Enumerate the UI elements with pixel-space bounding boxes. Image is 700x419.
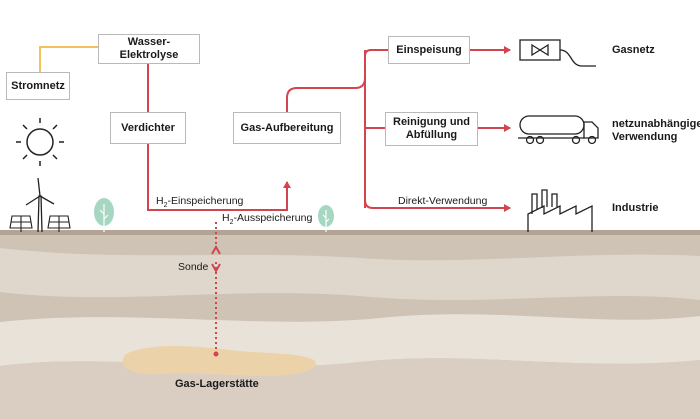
tanker-truck-icon	[518, 115, 599, 145]
dest-line2: Verwendung	[612, 131, 678, 143]
node-label: Einspeisung	[396, 43, 462, 56]
node-reinigung-abfuellung: Reinigung und Abfüllung	[385, 112, 478, 146]
dest-line1: netzunabhängige	[612, 118, 700, 130]
label-direkt-verwendung: Direkt-Verwendung	[398, 195, 488, 207]
valve-icon	[519, 39, 596, 67]
gas-deposit	[122, 346, 316, 376]
node-label-line1: Reinigung und	[393, 116, 470, 128]
label-gas-lagerstaette: Gas-Lagerstätte	[175, 378, 259, 390]
node-label: Verdichter	[121, 121, 175, 134]
node-label: Gas-Aufbereitung	[240, 121, 334, 134]
node-label-line2: Abfüllung	[405, 129, 458, 141]
label-einspeicherung: H2-Einspeicherung	[156, 195, 244, 210]
tree-icon	[318, 205, 334, 232]
node-einspeisung: Einspeisung	[388, 36, 470, 64]
flow-to-einspeisung	[364, 49, 388, 60]
dest-industrie: Industrie	[612, 202, 659, 214]
power-connection-line	[39, 46, 98, 72]
ground-surface	[0, 230, 700, 235]
label-sonde: Sonde	[178, 261, 209, 273]
node-stromnetz: Stromnetz	[6, 72, 70, 100]
node-verdichter: Verdichter	[110, 112, 186, 144]
node-label: Wasser-Elektrolyse	[119, 36, 179, 61]
factory-icon	[527, 189, 593, 232]
flow-lines	[147, 46, 511, 212]
dest-netzunabhaengige-verwendung: netzunabhängige Verwendung	[612, 118, 700, 144]
sonde-line	[211, 222, 221, 357]
dest-gasnetz: Gasnetz	[612, 44, 655, 56]
solar-panel-icon	[9, 215, 71, 232]
wind-turbine-icon	[25, 177, 55, 233]
label-ausspeicherung: H2-Ausspeicherung	[222, 212, 313, 227]
flow-direkt	[364, 199, 511, 212]
node-wasser-elektrolyse: Wasser-Elektrolyse	[98, 34, 200, 64]
flow-einspeicherung	[147, 144, 291, 211]
tree-icon	[94, 198, 114, 232]
node-label: Stromnetz	[11, 79, 65, 92]
flow-aufbereitung-out	[286, 87, 355, 112]
sun-icon	[16, 118, 64, 166]
underground	[0, 230, 700, 419]
node-gas-aufbereitung: Gas-Aufbereitung	[233, 112, 341, 144]
